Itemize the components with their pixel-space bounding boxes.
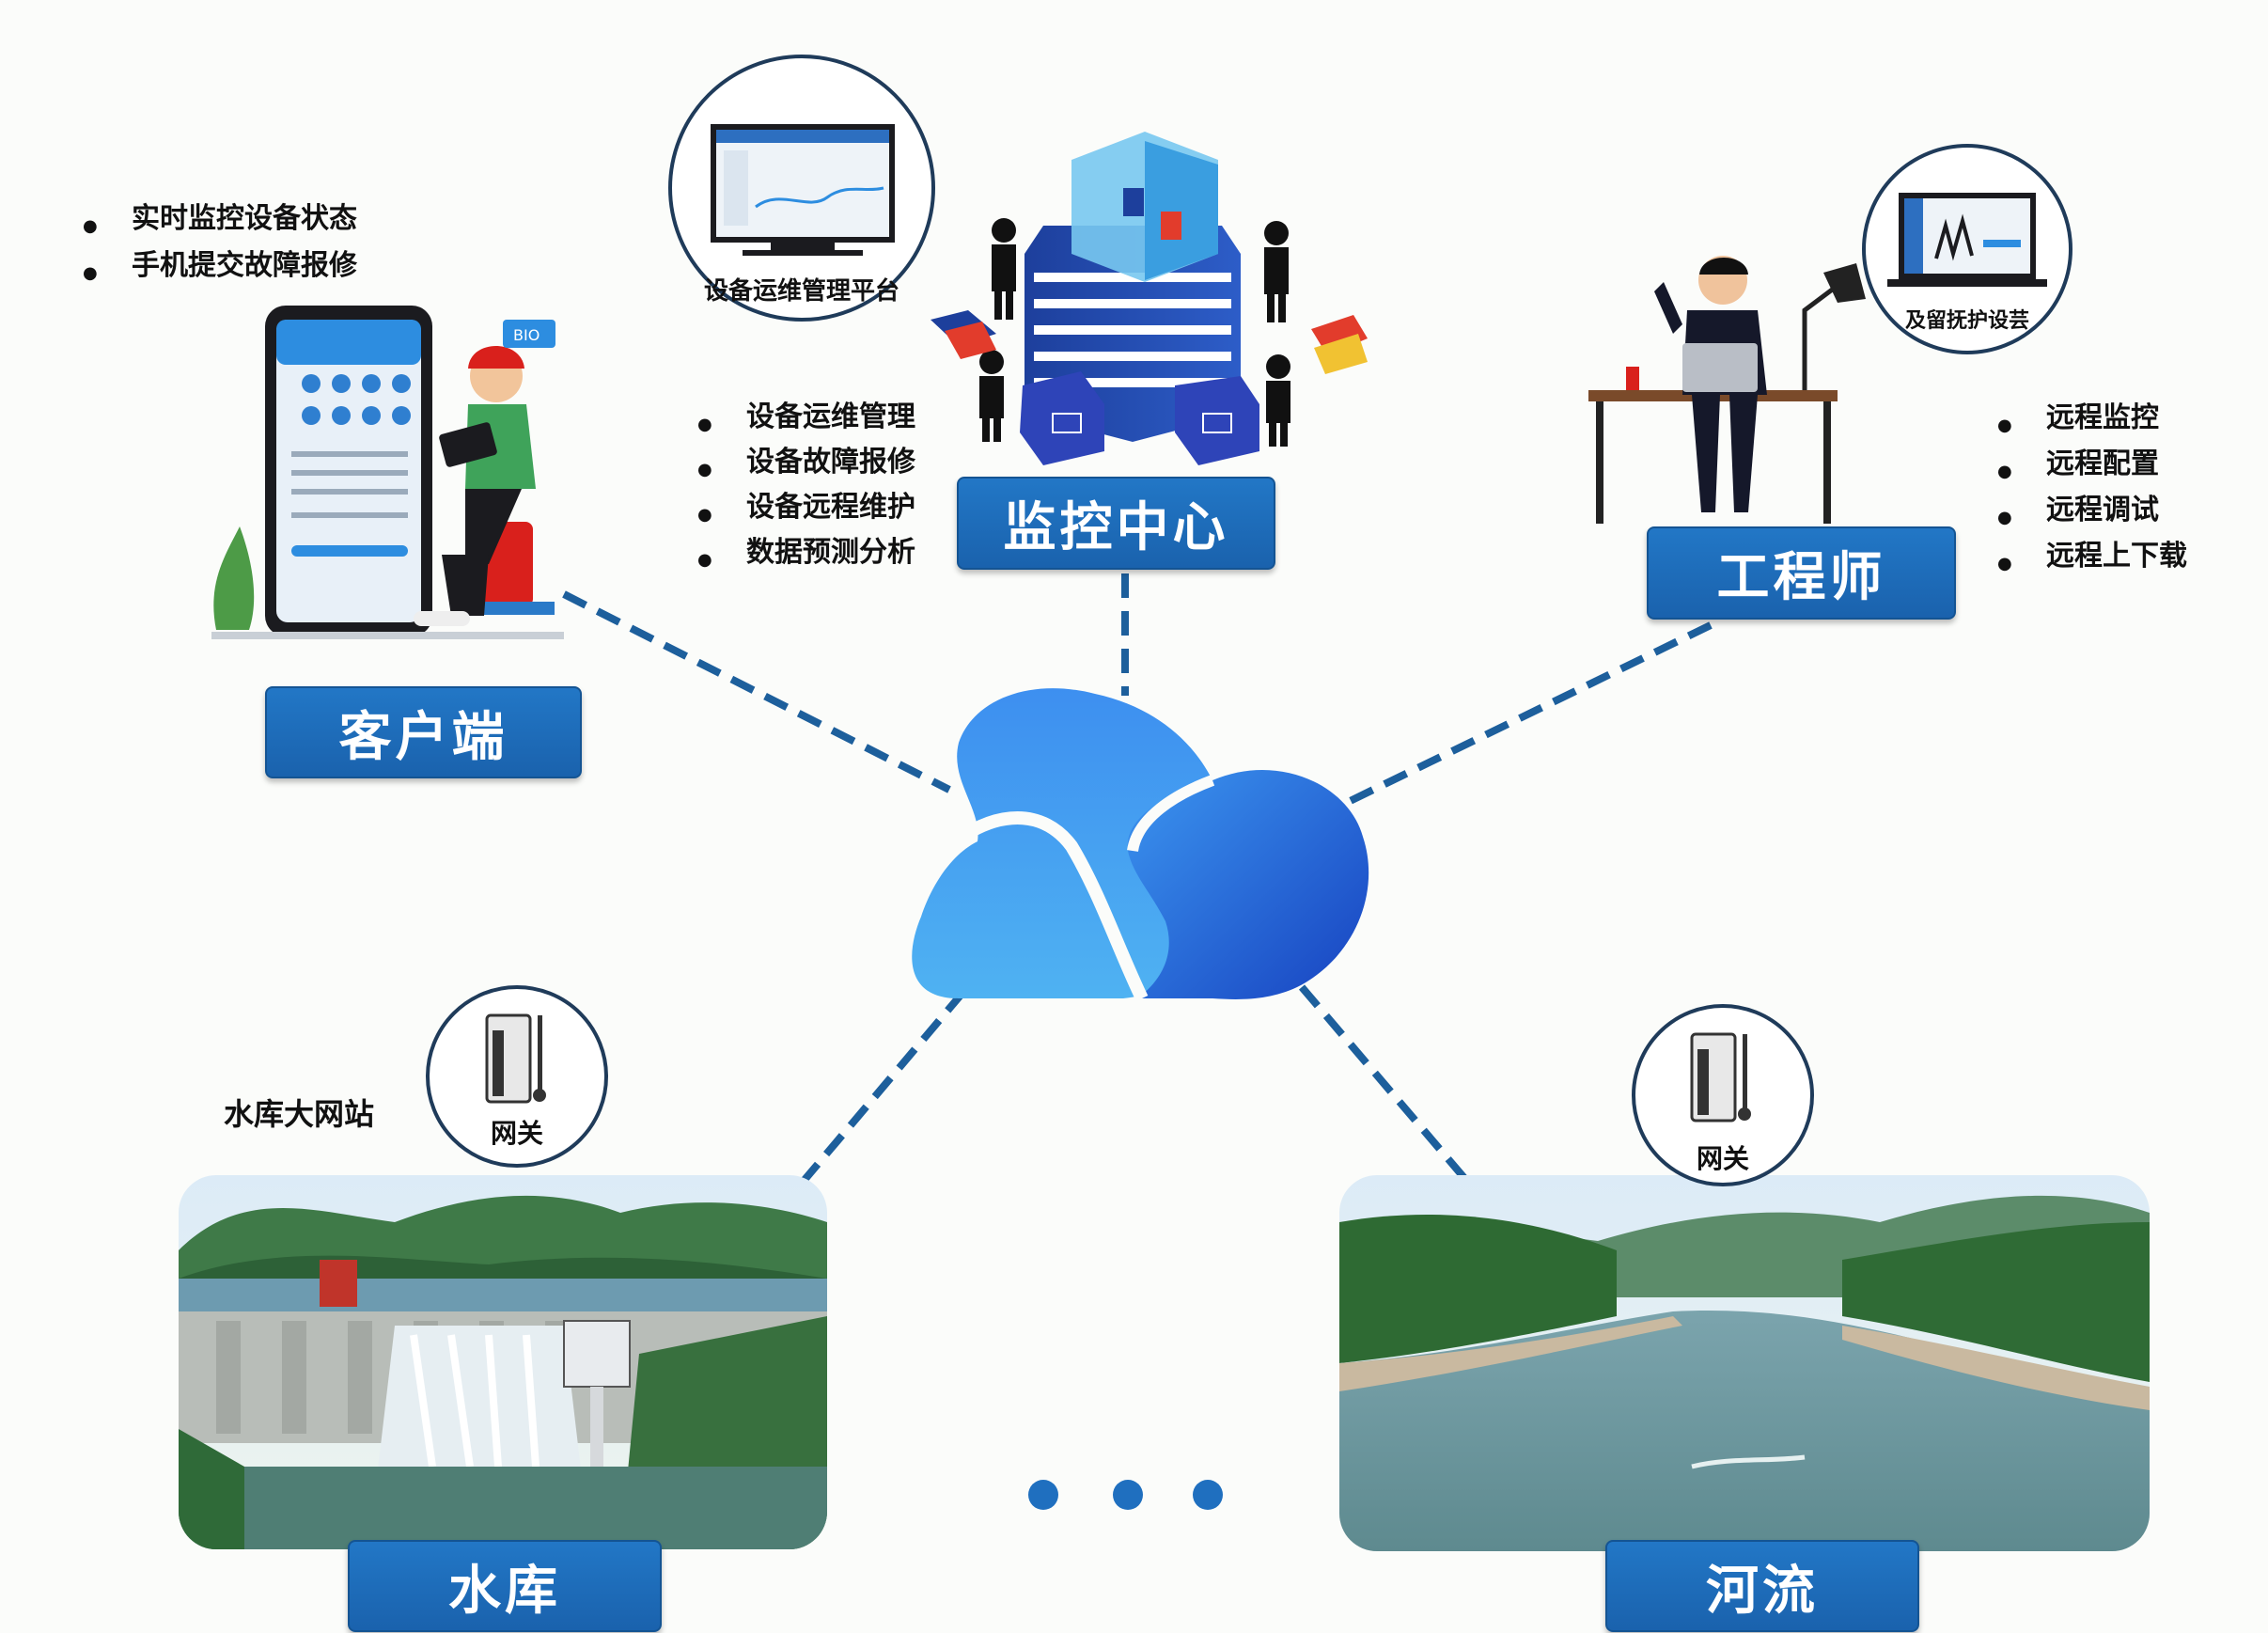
monitor-feature: 设备运维管理	[697, 395, 915, 448]
server-tower-icon	[931, 132, 1368, 465]
platform-monitor-badge: 设备运维管理平台	[668, 55, 935, 322]
engineer-feature-list: 远程监控 远程配置 远程调试 远程上下载	[1997, 395, 2187, 587]
monitor-feature: 设备故障报修	[697, 440, 915, 493]
client-feature: 手机提交故障报修	[83, 243, 357, 297]
reservoir-photo	[179, 1175, 827, 1549]
reservoir-label: 水库	[348, 1540, 662, 1632]
monitor-feature: 数据预测分析	[697, 530, 915, 583]
cloud-icon	[912, 688, 1369, 1002]
river-gateway-badge: 网关	[1632, 1004, 1814, 1186]
engineer-at-desk	[1588, 256, 1866, 524]
river-photo	[1339, 1175, 2150, 1551]
reservoir-gateway-badge: 网关	[426, 985, 608, 1168]
reservoir-site-caption: 水库大网站	[224, 1096, 375, 1132]
gateway-icon	[485, 1013, 546, 1104]
link-river-cloud	[1298, 984, 1506, 1225]
reservoir-gateway-caption: 网关	[491, 1118, 543, 1149]
more-nodes-ellipsis-icon	[1028, 1480, 1223, 1510]
monitor-feature: 设备远程维护	[697, 485, 915, 538]
client-feature-list: 实时监控设备状态 手机提交故障报修	[83, 196, 357, 297]
laptop-monitor-badge: 及留抚护设芸	[1862, 144, 2072, 354]
monitor-center-label: 监控中心	[957, 477, 1275, 570]
laptop-caption: 及留抚护设芸	[1905, 308, 2029, 333]
monitor-icon	[711, 124, 895, 256]
platform-caption: 设备运维管理平台	[704, 276, 899, 306]
engineer-label: 工程师	[1647, 526, 1956, 620]
phone-badge-text: BIO	[513, 326, 540, 344]
river-gateway-caption: 网关	[1697, 1143, 1749, 1174]
client-label: 客户端	[265, 686, 582, 778]
gateway-icon	[1690, 1032, 1751, 1123]
phone-icon	[265, 306, 432, 636]
engineer-feature: 远程调试	[1997, 487, 2187, 541]
link-engineer-cloud	[1333, 621, 1713, 812]
monitor-feature-list: 设备运维管理 设备故障报修 设备远程维护 数据预测分析	[697, 395, 915, 583]
laptop-icon	[1887, 193, 2047, 287]
person-with-tablet: BIO	[211, 320, 564, 639]
link-reservoir-cloud	[795, 989, 967, 1189]
client-feature: 实时监控设备状态	[83, 196, 357, 250]
engineer-feature: 远程配置	[1997, 441, 2187, 495]
connection-links	[562, 573, 1713, 1225]
river-label: 河流	[1605, 1540, 1919, 1632]
engineer-feature: 远程上下载	[1997, 533, 2187, 587]
engineer-feature: 远程监控	[1997, 395, 2187, 448]
link-client-cloud	[562, 590, 951, 793]
